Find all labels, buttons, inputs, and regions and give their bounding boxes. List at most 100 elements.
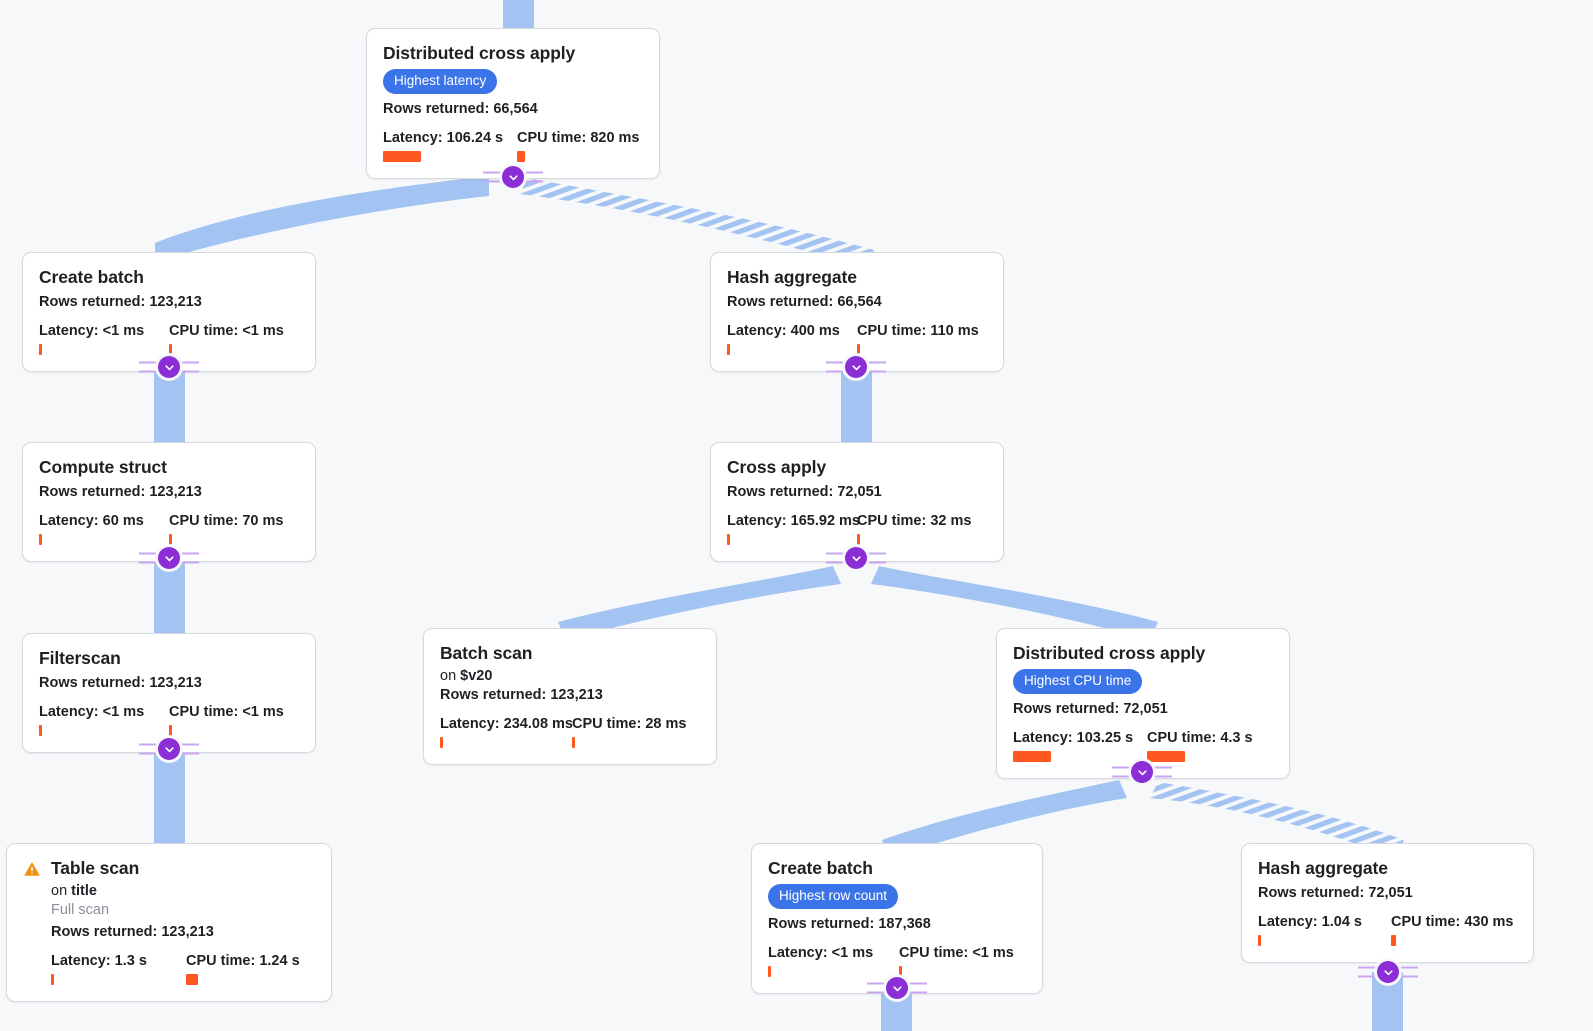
connector-rail-left [867,982,897,994]
collapse-toggle-hash-aggregate-lower[interactable] [1358,961,1418,983]
collapse-toggle-create-batch-left[interactable] [139,356,199,378]
chevron-down-icon[interactable] [158,738,180,760]
rows-returned: Rows returned: 123,213 [440,687,603,704]
cpu-label: CPU time: 4.3 s [1147,729,1253,746]
connector-rail-right [513,171,543,183]
node-title: Cross apply [727,457,827,477]
rows-returned: Rows returned: 187,368 [768,915,931,932]
connector-rail-left [139,552,169,564]
connector-rail-right [169,361,199,373]
latency-metric: Latency: <1 ms [39,323,169,356]
node-title: Hash aggregate [1258,858,1388,878]
node-title: Compute struct [39,457,167,477]
collapse-toggle-distributed-cross-apply-lower[interactable] [1112,761,1172,783]
collapse-toggle-cross-apply[interactable] [826,547,886,569]
plan-node-table-scan[interactable]: Table scan on title Full scan Rows retur… [6,843,332,1003]
node-title: Filterscan [39,648,121,668]
node-title: Distributed cross apply [1013,643,1206,663]
latency-label: Latency: <1 ms [39,323,145,340]
collapse-toggle-filterscan[interactable] [139,738,199,760]
connector-rail-right [856,552,886,564]
plan-node-hash-aggregate-upper[interactable]: Hash aggregate Rows returned: 66,564 Lat… [710,252,1004,373]
cpu-label: CPU time: 1.24 s [186,953,300,970]
cpu-metric: CPU time: 430 ms [1391,914,1514,947]
latency-bar [39,534,42,546]
plan-node-compute-struct[interactable]: Compute struct Rows returned: 123,213 La… [22,442,316,563]
latency-metric: Latency: 1.04 s [1258,914,1391,947]
latency-bar [51,974,54,986]
connector-rail-left [483,171,513,183]
latency-bar [440,737,443,749]
collapse-toggle-compute-struct[interactable] [139,547,199,569]
node-subtitle: on $v20 [440,667,700,685]
latency-label: Latency: <1 ms [768,944,874,961]
connector-rail-right [169,743,199,755]
latency-label: Latency: 234.08 ms [440,716,573,733]
scan-target: title [71,883,97,900]
cpu-metric: CPU time: 32 ms [857,513,971,546]
connector-rail-left [1358,966,1388,978]
connector-rail-right [1388,966,1418,978]
plan-node-cross-apply[interactable]: Cross apply Rows returned: 72,051 Latenc… [710,442,1004,563]
cpu-label: CPU time: 110 ms [857,323,979,340]
status-badge: Highest latency [383,69,498,94]
cpu-label: CPU time: 820 ms [517,129,640,146]
scan-type: Full scan [51,902,110,919]
status-badge: Highest row count [768,884,899,909]
cpu-bar [857,344,860,356]
latency-label: Latency: 165.92 ms [727,513,860,530]
collapse-toggle-hash-aggregate-upper[interactable] [826,356,886,378]
latency-bar [1013,750,1051,762]
cpu-metric: CPU time: 4.3 s [1147,730,1253,762]
warning-icon [23,860,41,878]
plan-node-hash-aggregate-lower[interactable]: Hash aggregate Rows returned: 72,051 Lat… [1241,843,1534,964]
connector-rail-right [169,552,199,564]
cpu-metric: CPU time: 28 ms [572,716,686,749]
plan-node-create-batch-lower[interactable]: Create batch Highest row count Rows retu… [751,843,1043,994]
cpu-bar [517,150,525,162]
cpu-label: CPU time: <1 ms [169,704,284,721]
collapse-toggle-root[interactable] [483,166,543,188]
chevron-down-icon[interactable] [1131,761,1153,783]
cpu-bar [169,534,172,546]
node-title: Create batch [768,858,873,878]
collapse-toggle-create-batch-lower[interactable] [867,977,927,999]
chevron-down-icon[interactable] [158,356,180,378]
chevron-down-icon[interactable] [1377,961,1399,983]
plan-node-create-batch-left[interactable]: Create batch Rows returned: 123,213 Late… [22,252,316,373]
connector-rail-right [856,361,886,373]
cpu-metric: CPU time: 820 ms [517,130,640,162]
cpu-bar [169,725,172,737]
scan-target: $v20 [460,668,493,685]
node-title: Distributed cross apply [383,43,576,63]
latency-bar [39,725,42,737]
latency-bar [727,344,730,356]
connector-rail-left [826,361,856,373]
rows-returned: Rows returned: 123,213 [39,484,202,501]
node-title: Create batch [39,267,144,287]
plan-node-distributed-cross-apply-lower[interactable]: Distributed cross apply Highest CPU time… [996,628,1290,779]
cpu-metric: CPU time: <1 ms [169,704,284,737]
rows-returned: Rows returned: 66,564 [727,294,882,311]
on-prefix: on [51,883,72,900]
latency-metric: Latency: <1 ms [768,945,899,977]
chevron-down-icon[interactable] [845,356,867,378]
latency-metric: Latency: 165.92 ms [727,513,860,546]
status-badge: Highest CPU time [1013,669,1143,694]
chevron-down-icon[interactable] [845,547,867,569]
cpu-label: CPU time: 430 ms [1391,914,1514,931]
plan-node-filterscan[interactable]: Filterscan Rows returned: 123,213 Latenc… [22,633,316,754]
chevron-down-icon[interactable] [502,166,524,188]
plan-node-batch-scan[interactable]: Batch scan on $v20 Rows returned: 123,21… [423,628,717,766]
latency-label: Latency: <1 ms [39,704,145,721]
chevron-down-icon[interactable] [886,977,908,999]
cpu-bar [169,344,172,356]
cpu-bar [572,737,575,749]
rows-returned: Rows returned: 72,051 [727,484,882,501]
latency-label: Latency: 400 ms [727,323,840,340]
cpu-metric: CPU time: 1.24 s [186,953,300,986]
connector-rail-left [139,743,169,755]
plan-node-distributed-cross-apply-root[interactable]: Distributed cross apply Highest latency … [366,28,660,179]
chevron-down-icon[interactable] [158,547,180,569]
